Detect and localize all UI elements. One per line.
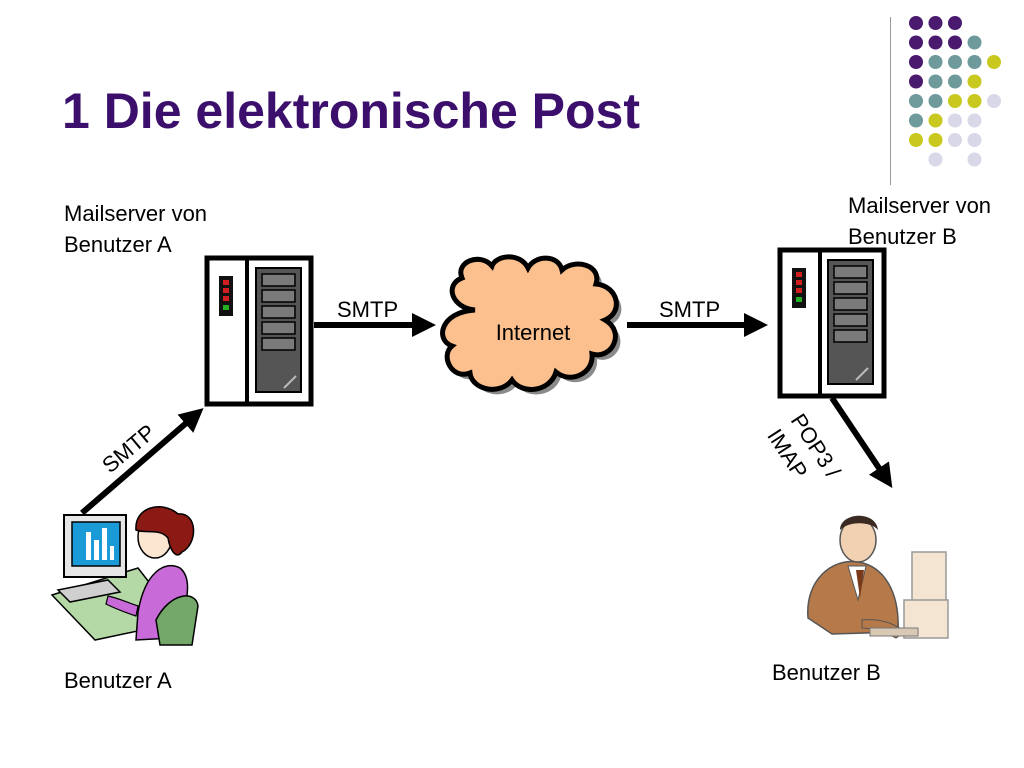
decorative-dot (928, 74, 943, 89)
decorative-dot (967, 94, 982, 108)
internet-cloud-icon: Internet (440, 254, 622, 395)
decorative-dot (948, 94, 962, 108)
arrow-user-a-to-server-a (80, 408, 204, 516)
arrow-server-b-to-user-b (829, 396, 893, 488)
decorative-dot (909, 35, 923, 50)
decorative-dot (948, 74, 962, 89)
server-a-label-line2: Benutzer A (64, 232, 172, 257)
decorative-dot (967, 113, 982, 128)
decorative-dot-grid (909, 16, 1001, 167)
mail-server-a-icon (204, 255, 314, 407)
server-a-label: Mailserver von Benutzer A (64, 198, 207, 260)
mail-server-b-icon (777, 247, 887, 399)
smtp-label-server-to-internet: SMTP (337, 297, 398, 322)
decorative-dot (909, 113, 923, 128)
decorative-dot (948, 35, 962, 50)
decorative-dot (909, 94, 923, 108)
decorative-dot (948, 16, 962, 30)
smtp-label-internet-to-server: SMTP (659, 297, 720, 322)
slide-title: 1 Die elektronische Post (62, 83, 641, 139)
decorative-dot (928, 16, 943, 30)
decorative-dot (948, 55, 962, 69)
decorative-dot (967, 55, 982, 69)
decorative-dot (928, 113, 943, 128)
server-a-label-line1: Mailserver von (64, 201, 208, 226)
decorative-dot (948, 133, 962, 147)
server-b-label: Mailserver von Benutzer B (848, 190, 991, 252)
pop3-imap-label: POP3 / IMAP (762, 409, 846, 483)
decorative-dot (967, 74, 982, 89)
decorative-dot (909, 74, 923, 89)
title-divider-line (890, 17, 891, 185)
decorative-dot (909, 55, 923, 69)
server-b-label-line2: Benutzer B (848, 224, 957, 249)
decorative-dot (928, 35, 943, 50)
internet-label: Internet (496, 320, 571, 345)
user-b-icon (807, 515, 949, 639)
decorative-dot (967, 133, 982, 147)
user-a-icon (50, 506, 199, 646)
server-b-label-line1: Mailserver von (848, 193, 992, 218)
decorative-dot (967, 35, 982, 50)
decorative-dot (948, 113, 962, 128)
decorative-dot (928, 94, 943, 108)
decorative-dot (928, 152, 943, 167)
user-b-label: Benutzer B (772, 660, 881, 685)
decorative-dot (928, 133, 943, 147)
decorative-dot (987, 94, 1001, 108)
user-a-label: Benutzer A (64, 668, 172, 693)
decorative-dot (967, 152, 982, 167)
decorative-dot (909, 133, 923, 147)
decorative-dot (928, 55, 943, 69)
decorative-dot (987, 55, 1001, 69)
decorative-dot (909, 16, 923, 30)
